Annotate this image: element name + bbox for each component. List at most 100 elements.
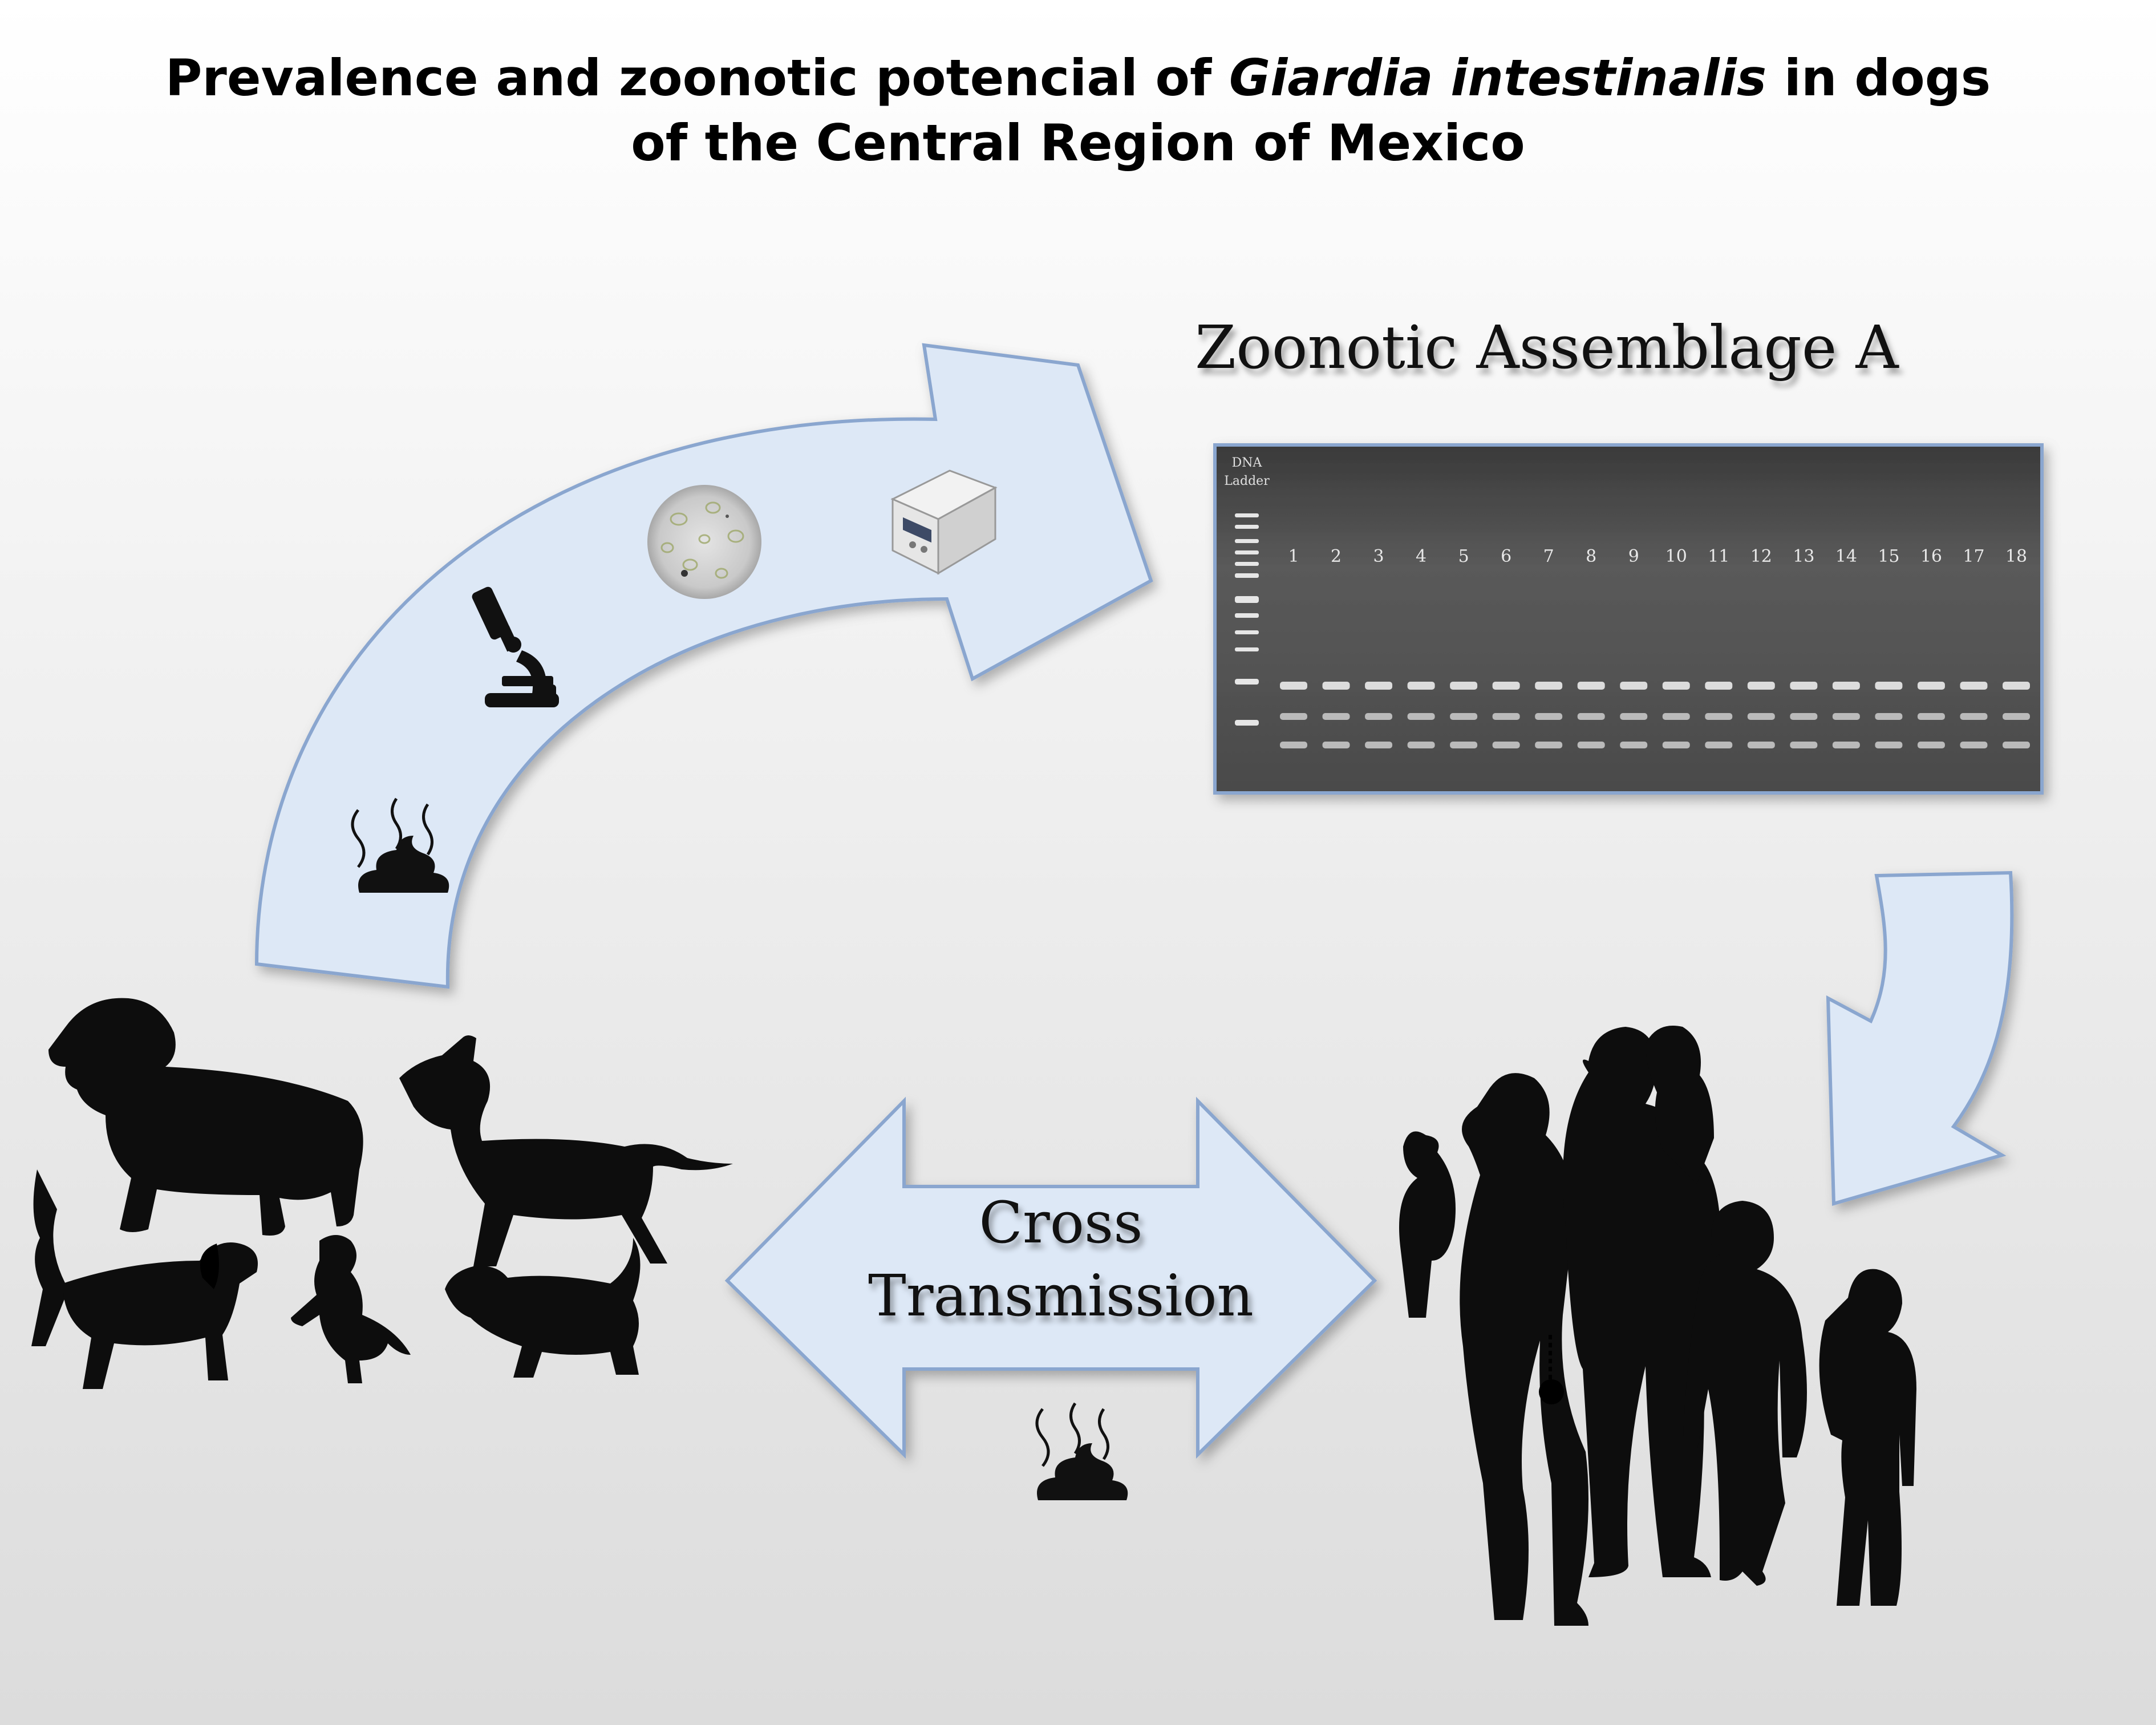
gel-band (1960, 713, 1988, 720)
gel-band (1577, 713, 1605, 720)
assemblage-label: Zoonotic Assemblage A (1195, 313, 1899, 382)
lane-label: 12 (1750, 546, 1772, 566)
ladder-label-ladder: Ladder (1224, 474, 1270, 488)
gel-band (1577, 742, 1605, 748)
lane-label: 11 (1708, 546, 1729, 566)
gel-band (1322, 713, 1350, 720)
gel-band (2003, 682, 2030, 690)
woman-with-child (1399, 1073, 1588, 1626)
title-line-1: Prevalence and zoonotic potencial of Gia… (165, 48, 1991, 107)
gel-band (1662, 682, 1690, 690)
gel-band (1705, 682, 1733, 690)
gel-band (1917, 682, 1945, 690)
lane-label: 6 (1501, 546, 1511, 566)
gel-band (1662, 742, 1690, 748)
gel-band (1705, 713, 1733, 720)
pitbull-dog (399, 1035, 733, 1266)
gel-band (1960, 682, 1988, 690)
gel-band (1960, 742, 1988, 748)
gel-band (1662, 713, 1690, 720)
lane-label: 17 (1963, 546, 1984, 566)
gel-band (1875, 742, 1903, 748)
gel-band (1875, 682, 1903, 690)
curved-down-arrow (1826, 870, 2014, 1206)
feces-icon (1035, 1402, 1128, 1500)
family-silhouette-icon (1399, 1026, 1916, 1626)
gel-band (1875, 713, 1903, 720)
gel-band (1535, 742, 1563, 748)
cyst-microscopy-icon (647, 485, 761, 599)
gel-band (1365, 682, 1393, 690)
gel-band (1705, 742, 1733, 748)
gel-band (1747, 742, 1775, 748)
lane-label: 18 (2005, 546, 2027, 566)
lane-label: 3 (1373, 546, 1384, 566)
gel-band (1917, 713, 1945, 720)
lane-label: 15 (1878, 546, 1899, 566)
gel-band (1747, 713, 1775, 720)
lane-label: 9 (1628, 546, 1639, 566)
boy-child (1683, 1201, 1807, 1586)
lane-label: 7 (1543, 546, 1554, 566)
gel-band (1365, 742, 1393, 748)
gel-band (1280, 742, 1307, 748)
lane-label: 13 (1793, 546, 1814, 566)
chihuahua-dog (291, 1235, 411, 1383)
man-carrying-girl (1563, 1026, 1721, 1577)
gel-band (1407, 742, 1435, 748)
gel-band (1790, 742, 1818, 748)
cross-transmission-arrow (724, 1096, 1377, 1459)
cross-transmission-label: Cross Transmission (827, 1187, 1295, 1333)
gel-band (1790, 682, 1818, 690)
gel-band (2003, 742, 2030, 748)
lane-label: 16 (1920, 546, 1942, 566)
gel-band (1280, 713, 1307, 720)
gel-band (1620, 713, 1648, 720)
lane-label: 1 (1288, 546, 1299, 566)
gel-band (1535, 682, 1563, 690)
gel-band (1917, 742, 1945, 748)
lane-label: 4 (1416, 546, 1426, 566)
ladder-bands (1235, 513, 1259, 726)
gel-band (1407, 713, 1435, 720)
gel-band (1620, 682, 1648, 690)
gel-band (1832, 713, 1860, 720)
gel-band (1322, 742, 1350, 748)
gel-band (1407, 682, 1435, 690)
gel-band (1832, 682, 1860, 690)
lane-label: 14 (1835, 546, 1857, 566)
cross-label-line-1: Cross (979, 1189, 1143, 1256)
lane-label: 5 (1458, 546, 1469, 566)
title-line-2: of the Central Region of Mexico (631, 114, 1525, 173)
pcr-thermocycler-icon (890, 469, 998, 575)
gel-band (1450, 682, 1478, 690)
ladder-label-dna: DNA (1232, 456, 1263, 470)
gel-band (1492, 682, 1520, 690)
long-haired-dog (48, 998, 363, 1236)
girl-child (1819, 1269, 1916, 1606)
gel-band (1492, 742, 1520, 748)
gel-band (1280, 682, 1307, 690)
lane-label: 8 (1586, 546, 1596, 566)
gel-band (1577, 682, 1605, 690)
gel-band (1365, 713, 1393, 720)
westie-dog (445, 1238, 641, 1378)
lane-label: 2 (1331, 546, 1342, 566)
microscope-icon (472, 586, 559, 707)
gel-band (2003, 713, 2030, 720)
gel-band (1747, 682, 1775, 690)
gel-band (1492, 713, 1520, 720)
gel-band (1832, 742, 1860, 748)
cross-label-line-2: Transmission (868, 1262, 1254, 1329)
dog-silhouette-icon (31, 998, 733, 1389)
lane-bands (1280, 682, 2030, 748)
diagram-title: Prevalence and zoonotic potencial of Gia… (0, 46, 2156, 176)
gel-band (1450, 742, 1478, 748)
gel-band (1450, 713, 1478, 720)
gel-band (1322, 682, 1350, 690)
lane-label: 10 (1665, 546, 1687, 566)
feces-icon (351, 797, 449, 893)
